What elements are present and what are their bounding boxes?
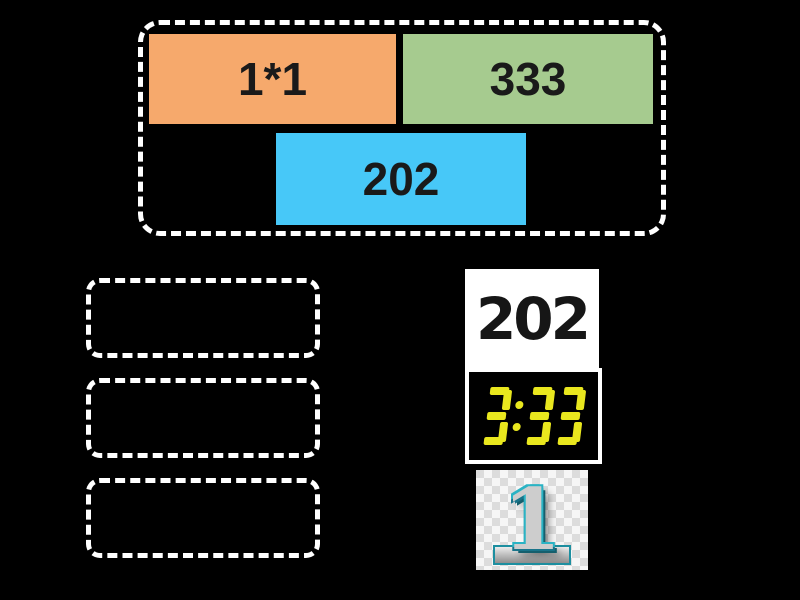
clock-digit — [480, 387, 513, 445]
answer-image-202: 202 — [465, 269, 599, 369]
tile-label: 202 — [362, 153, 440, 205]
tile-label: 1*1 — [237, 53, 308, 105]
clock-colon — [510, 387, 525, 445]
tiles-container-outline — [138, 20, 666, 236]
answer-text: 202 — [475, 285, 591, 353]
drop-zone-3[interactable] — [86, 478, 320, 558]
metallic-number: 1 — [502, 470, 562, 570]
tile-label: 333 — [489, 53, 567, 105]
clock-digit — [523, 387, 556, 445]
number-pedestal — [493, 545, 571, 565]
draggable-tile-333[interactable]: 333 — [403, 34, 653, 124]
drop-zone-1[interactable] — [86, 278, 320, 358]
draggable-tile-1x1[interactable]: 1*1 — [149, 34, 396, 124]
drop-zone-2[interactable] — [86, 378, 320, 458]
clock-digit — [554, 387, 587, 445]
draggable-tile-202[interactable]: 202 — [276, 133, 526, 225]
answer-image-digital-clock — [465, 368, 602, 464]
answer-image-3d-number-1: 1 — [476, 470, 588, 570]
clock-display — [477, 387, 589, 445]
